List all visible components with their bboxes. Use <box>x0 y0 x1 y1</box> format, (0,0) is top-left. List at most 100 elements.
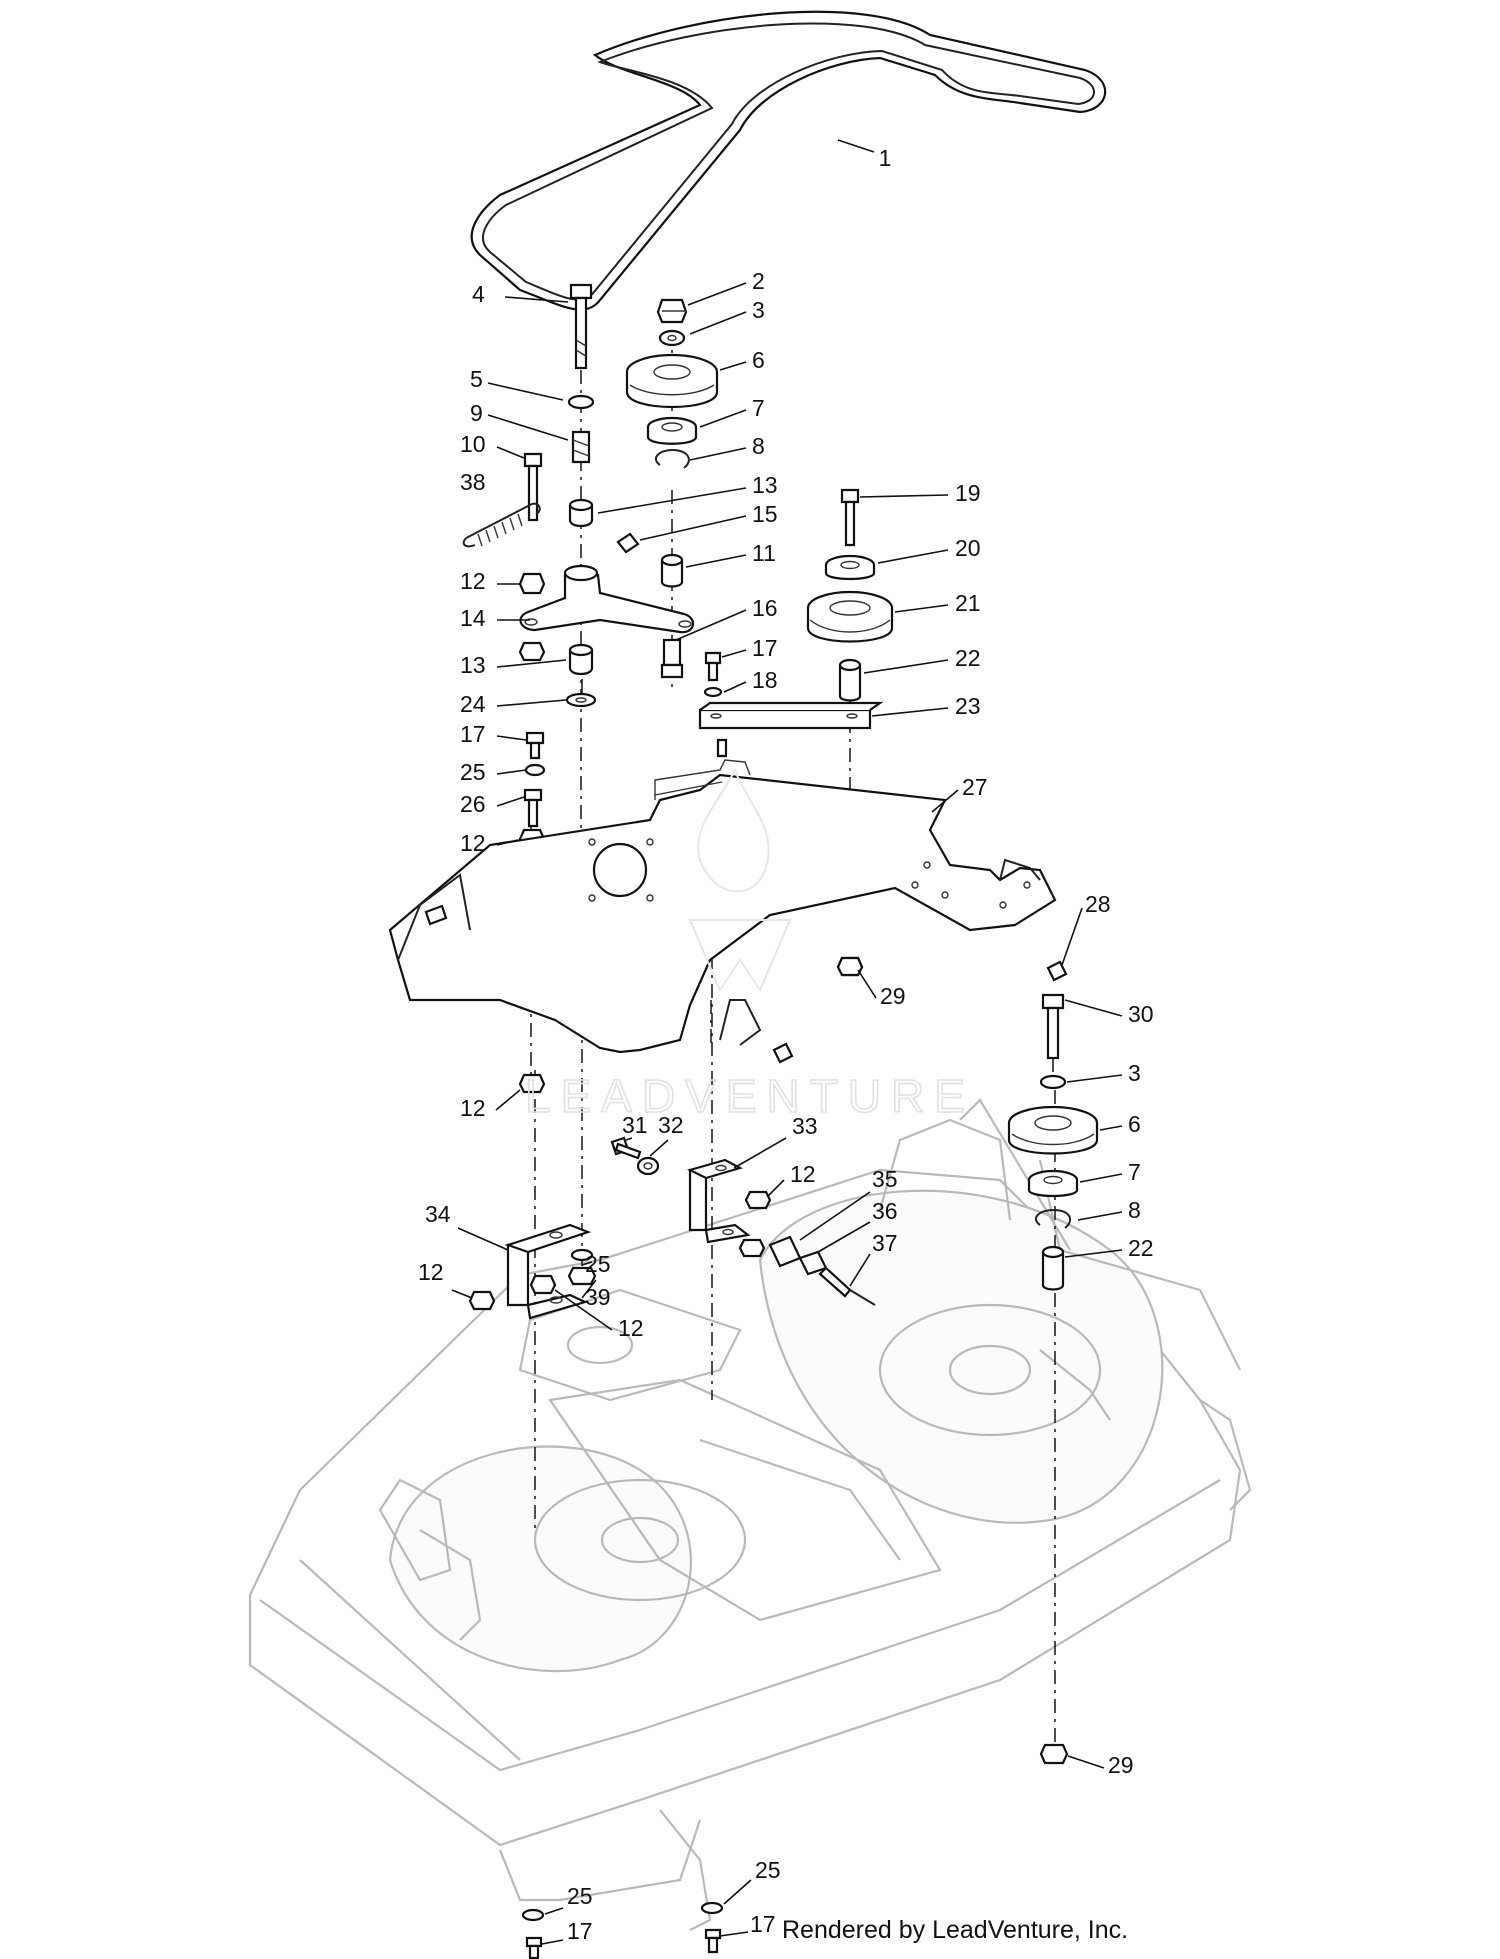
leader-37 <box>849 1253 871 1287</box>
callout-19: 19 <box>955 480 981 506</box>
left-fastener-stack <box>518 731 546 849</box>
callout-7: 7 <box>752 395 765 421</box>
leader-25 <box>496 769 527 775</box>
callout-33: 33 <box>792 1113 818 1139</box>
callout-36: 36 <box>872 1198 898 1224</box>
leader-11 <box>685 554 747 568</box>
leader-23 <box>871 707 949 717</box>
leader-6 <box>719 361 747 371</box>
leader-2 <box>687 282 747 306</box>
leader-19 <box>859 494 949 498</box>
callout-3: 3 <box>752 297 765 323</box>
callout-4: 4 <box>472 281 485 307</box>
callout-6: 6 <box>1128 1111 1141 1137</box>
callout-29: 29 <box>1108 1752 1134 1778</box>
callout-30: 30 <box>1128 1001 1154 1027</box>
leader-18 <box>723 681 747 693</box>
leader-9 <box>487 414 569 441</box>
leader-32 <box>649 1139 669 1157</box>
leader-8 <box>689 447 747 461</box>
leader-17 <box>541 1939 564 1945</box>
leader-27 <box>931 789 959 813</box>
leader-22 <box>863 659 949 674</box>
leader-30 <box>1064 999 1123 1017</box>
leader-24 <box>496 699 567 707</box>
callout-26: 26 <box>460 791 486 817</box>
callout-12: 12 <box>460 1095 486 1121</box>
callout-13: 13 <box>460 652 486 678</box>
callout-25: 25 <box>567 1883 593 1909</box>
callout-23: 23 <box>955 693 981 719</box>
leader-6 <box>1099 1125 1123 1131</box>
leader-25 <box>723 1879 752 1905</box>
leader-7 <box>699 409 747 428</box>
callout-31: 31 <box>622 1112 648 1138</box>
idler-arm <box>519 283 694 708</box>
callout-16: 16 <box>752 595 778 621</box>
leader-1 <box>837 139 875 153</box>
spring-assembly <box>462 452 546 662</box>
leader-13 <box>597 487 747 514</box>
callout-27: 27 <box>962 774 988 800</box>
leader-29 <box>857 969 877 999</box>
leader-13 <box>496 659 567 668</box>
callout-13: 13 <box>752 472 778 498</box>
leader-29 <box>1067 1755 1105 1769</box>
callout-12: 12 <box>460 568 486 594</box>
leader-17 <box>721 649 747 658</box>
callout-28: 28 <box>1085 891 1111 917</box>
leader-12 <box>767 1179 785 1197</box>
callout-11: 11 <box>752 540 776 566</box>
leader-31 <box>625 1137 633 1141</box>
watermark: LEADVENTURE <box>524 767 975 1123</box>
lower-brackets <box>468 1073 876 1320</box>
callout-17: 17 <box>460 721 486 747</box>
leader-25 <box>581 1261 593 1266</box>
belt <box>470 10 1107 311</box>
callout-9: 9 <box>470 400 483 426</box>
leader-3 <box>689 311 747 335</box>
render-credit: Rendered by LeadVenture, Inc. <box>782 1916 1128 1944</box>
leader-15 <box>639 515 747 541</box>
callout-12: 12 <box>618 1315 644 1341</box>
callout-22: 22 <box>1128 1235 1154 1261</box>
callout-24: 24 <box>460 691 486 717</box>
leader-3 <box>1066 1074 1123 1083</box>
callout-12: 12 <box>418 1259 444 1285</box>
callout-35: 35 <box>872 1166 898 1192</box>
callout-17: 17 <box>567 1918 593 1944</box>
leader-12 <box>495 1089 521 1111</box>
watermark-text: LEADVENTURE <box>525 1070 975 1122</box>
leader-33 <box>733 1137 787 1169</box>
idler-pulley-stack <box>625 298 719 679</box>
callout-32: 32 <box>658 1112 684 1138</box>
callout-38: 38 <box>460 469 486 495</box>
callout-12: 12 <box>460 830 486 856</box>
leader-12 <box>554 1289 613 1331</box>
callout-18: 18 <box>752 667 778 693</box>
leader-4 <box>504 296 569 303</box>
leader-10 <box>496 446 525 459</box>
callout-5: 5 <box>470 366 483 392</box>
callout-8: 8 <box>1128 1197 1141 1223</box>
leader-34 <box>457 1227 509 1251</box>
callout-2: 2 <box>752 268 765 294</box>
callout-3: 3 <box>1128 1060 1141 1086</box>
callout-34: 34 <box>425 1201 451 1227</box>
mower-deck <box>248 1098 1252 1931</box>
callout-22: 22 <box>955 645 981 671</box>
fixed-idler <box>698 488 894 730</box>
bottom-fasteners <box>521 1901 724 1959</box>
callout-15: 15 <box>752 501 778 527</box>
callout-17: 17 <box>752 635 778 661</box>
callout-12: 12 <box>790 1161 816 1187</box>
leader-lines <box>451 139 1123 1945</box>
right-pulley-stack <box>836 956 1099 1765</box>
callout-29: 29 <box>880 983 906 1009</box>
callout-8: 8 <box>752 433 765 459</box>
leader-20 <box>877 549 949 564</box>
leader-21 <box>894 604 949 613</box>
callout-25: 25 <box>585 1251 611 1277</box>
